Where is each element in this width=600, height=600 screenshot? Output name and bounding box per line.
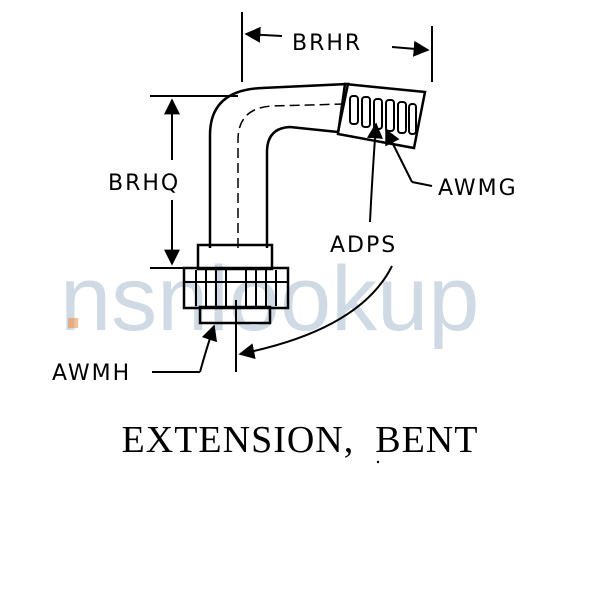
bent-tube-outline — [208, 82, 350, 248]
knurl-pattern — [349, 95, 417, 135]
watermark-dot — [68, 318, 78, 328]
awmg-leader — [385, 128, 413, 183]
speck — [376, 460, 380, 464]
adps-leader-up — [366, 122, 383, 223]
adps-leader-down — [238, 265, 393, 360]
awmh-label: AWMH — [52, 361, 131, 386]
coupling-lower-ring — [198, 305, 272, 325]
brhq-label: BRHQ — [108, 171, 180, 196]
knurled-grip — [336, 82, 427, 150]
awmg-label: AWMG — [438, 176, 518, 201]
awmh-leader — [199, 324, 218, 373]
diagram-caption: EXTENSION, BENT — [121, 419, 479, 461]
tube-centerline — [237, 103, 346, 248]
brhr-arrow-right — [391, 40, 430, 57]
watermark-text: nsnlookup — [60, 248, 479, 350]
brhr-label: BRHR — [292, 31, 362, 56]
adps-label: ADPS — [330, 233, 397, 258]
awmg-leader-tail — [411, 181, 433, 187]
nut-flutes — [184, 270, 288, 306]
brhr-arrow-left — [244, 26, 283, 43]
